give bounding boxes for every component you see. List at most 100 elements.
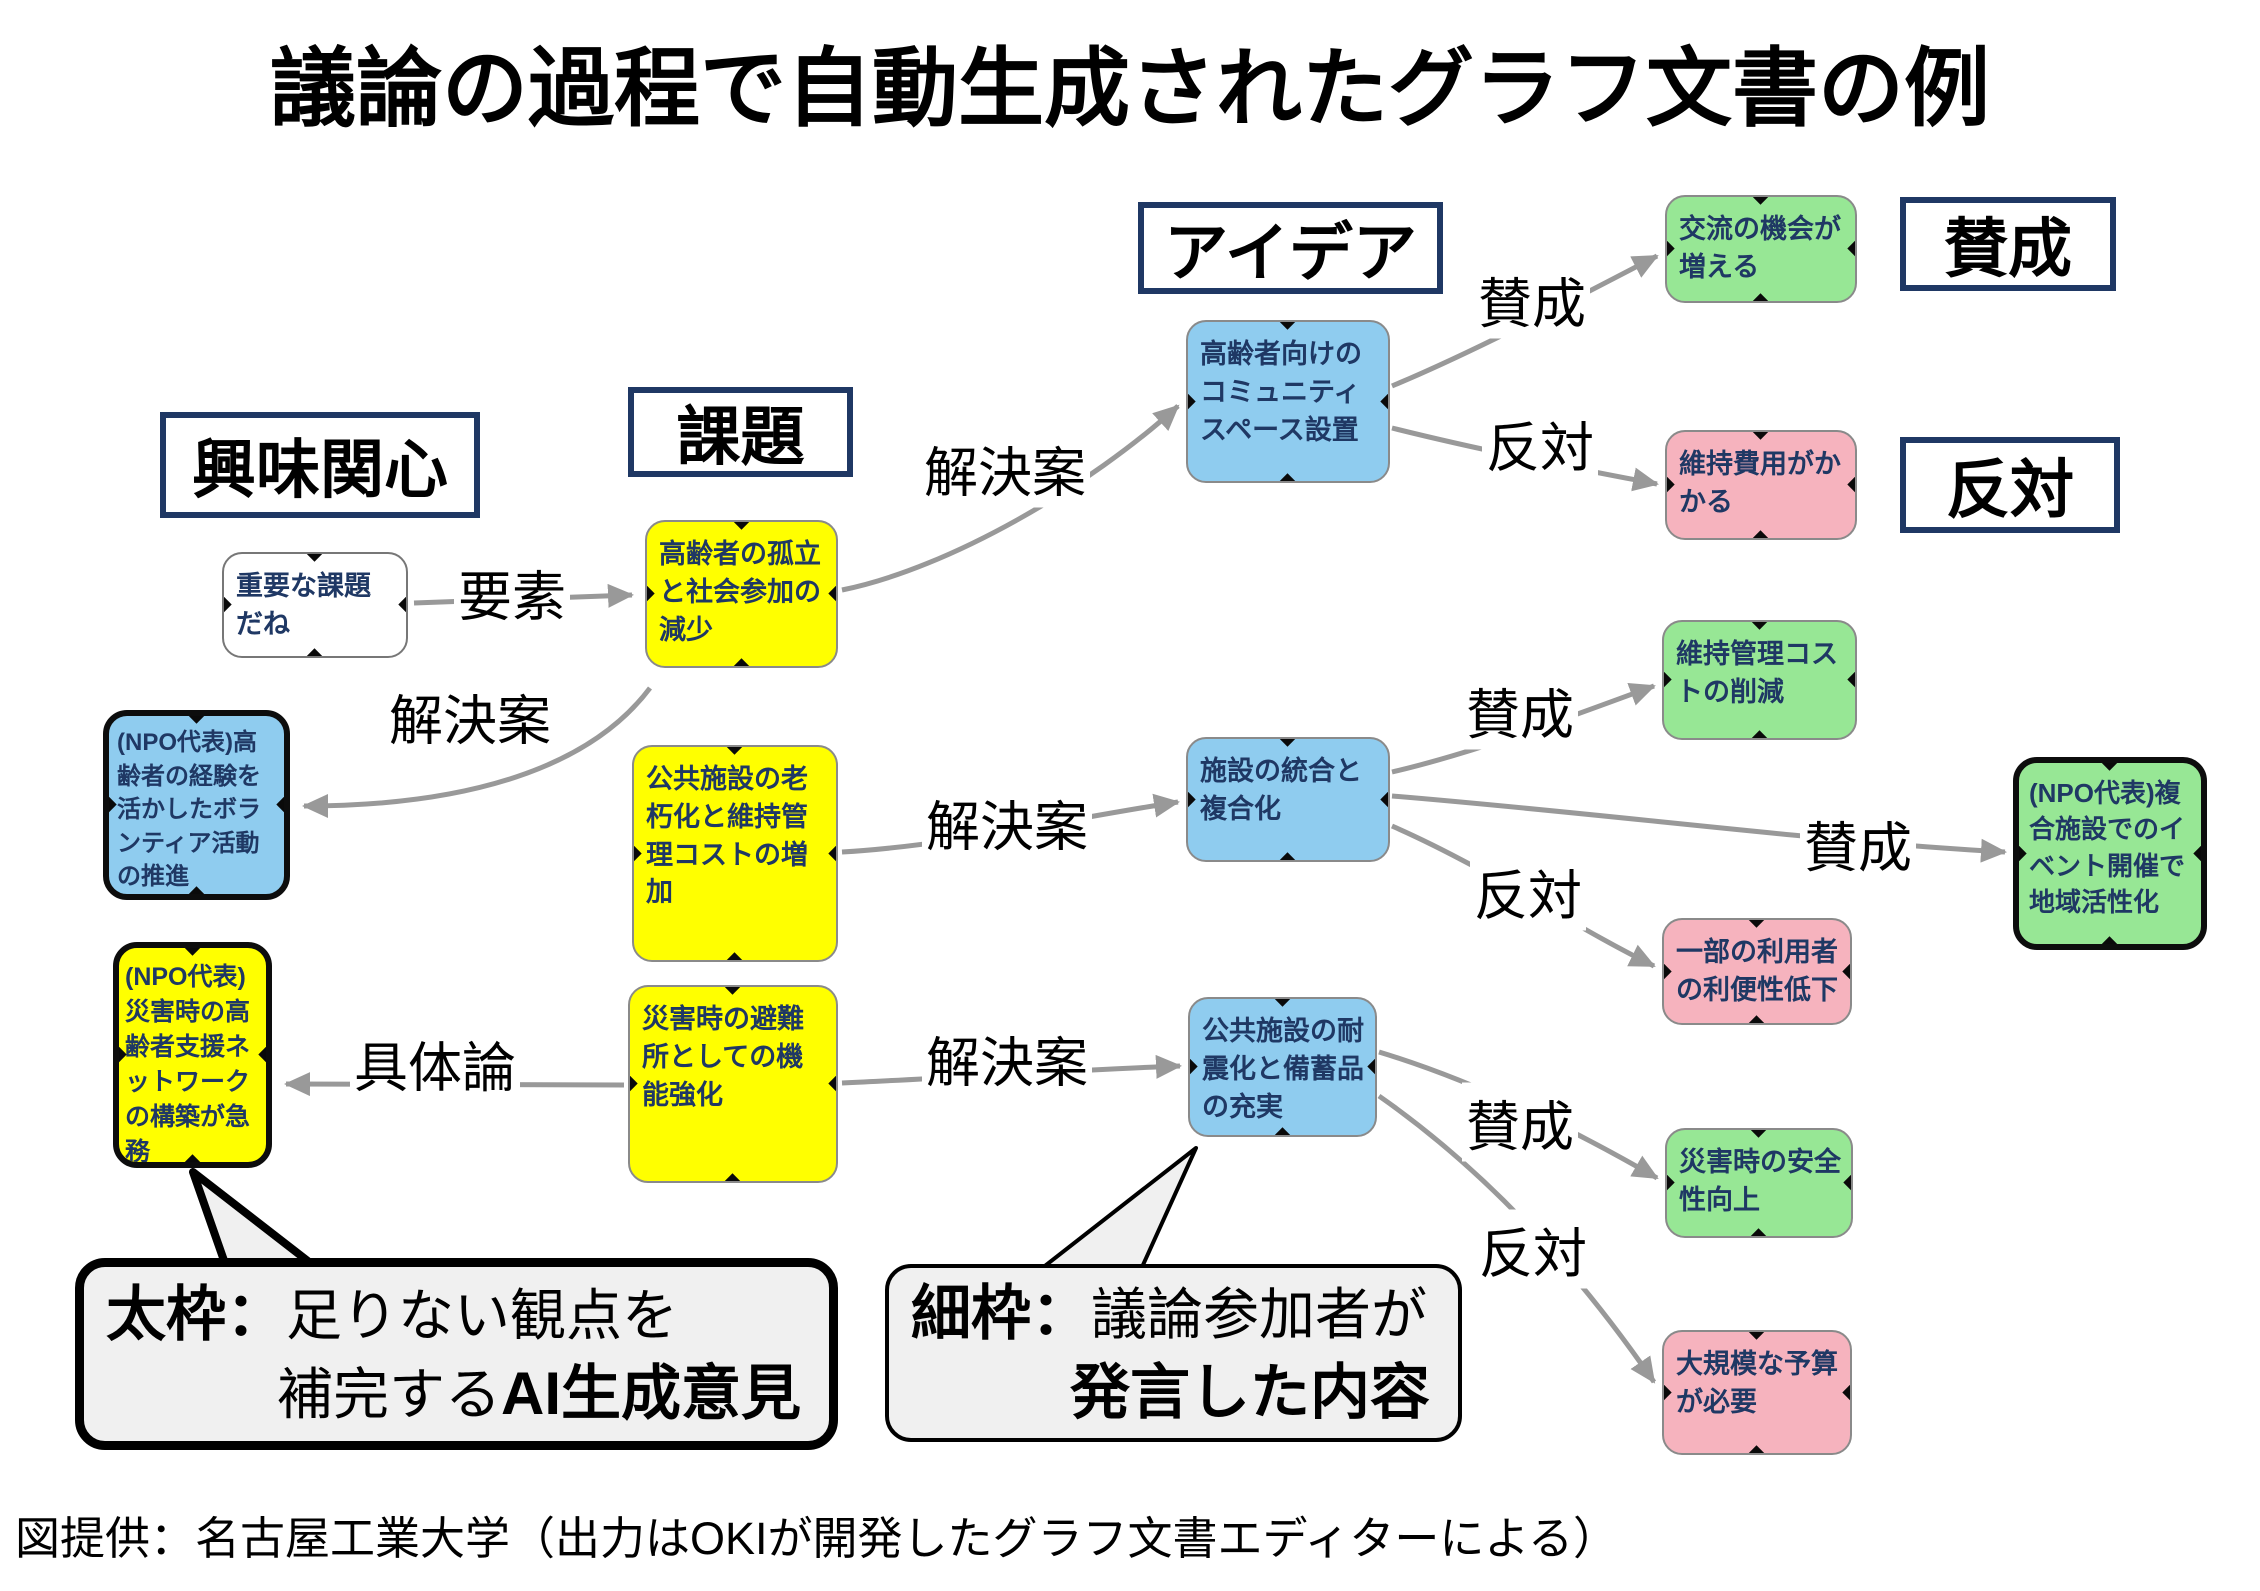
node-interaction-increase[interactable]: 交流の機会が増える: [1665, 195, 1857, 303]
connector-handle-icon[interactable]: [1749, 1130, 1768, 1138]
callout-ai-line2-bold: AI生成意見: [501, 1360, 801, 1427]
connector-handle-icon[interactable]: [2019, 843, 2027, 863]
callout-human-prefix: 細枠：: [911, 1279, 1091, 1347]
node-cost-reduction[interactable]: 維持管理コストの削減: [1662, 620, 1857, 740]
node-facility-aging[interactable]: 公共施設の老朽化と維持管理コストの増加: [632, 745, 838, 962]
connector-handle-icon[interactable]: [1380, 789, 1388, 809]
connector-handle-icon[interactable]: [828, 584, 836, 603]
callout-tail-ai: [189, 1168, 326, 1276]
connector-handle-icon[interactable]: [1842, 961, 1850, 981]
node-earthquake-resistance-text: 公共施設の耐震化と備蓄品の充実: [1202, 1016, 1364, 1122]
node-npo-volunteer[interactable]: (NPO代表)高齢者の経験を活かしたボランティア活動の推進: [103, 710, 290, 900]
connector-handle-icon[interactable]: [224, 595, 232, 614]
connector-handle-icon[interactable]: [276, 795, 284, 814]
connector-handle-icon[interactable]: [1272, 1127, 1292, 1135]
connector-handle-icon[interactable]: [1749, 730, 1769, 738]
connector-handle-icon[interactable]: [258, 1045, 266, 1064]
connector-handle-icon[interactable]: [2100, 936, 2119, 944]
connector-handle-icon[interactable]: [1667, 239, 1675, 258]
label-box-idea: アイデア: [1138, 202, 1443, 294]
connector-handle-icon[interactable]: [1188, 391, 1196, 411]
connector-handle-icon[interactable]: [725, 952, 744, 960]
connector-handle-icon[interactable]: [723, 1173, 742, 1181]
node-npo-disaster-network[interactable]: (NPO代表)災害時の高齢者支援ネットワークの構築が急務: [113, 942, 272, 1168]
node-convenience-decline[interactable]: 一部の利用者の利便性低下: [1662, 918, 1852, 1025]
connector-handle-icon[interactable]: [1367, 1057, 1375, 1076]
connector-handle-icon[interactable]: [828, 1074, 836, 1093]
connector-handle-icon[interactable]: [647, 584, 655, 603]
label-disagree-text: 反対: [1946, 454, 2074, 526]
connector-handle-icon[interactable]: [1664, 670, 1672, 689]
connector-handle-icon[interactable]: [1278, 473, 1297, 481]
callout-ai-prefix: 太枠：: [106, 1280, 286, 1348]
connector-handle-icon[interactable]: [1751, 293, 1770, 301]
connector-handle-icon[interactable]: [1847, 670, 1855, 689]
node-interaction-increase-text: 交流の機会が増える: [1679, 214, 1841, 282]
connector-handle-icon[interactable]: [1667, 1173, 1675, 1192]
connector-handle-icon[interactable]: [731, 658, 751, 666]
connector-handle-icon[interactable]: [1751, 197, 1770, 205]
connector-handle-icon[interactable]: [1380, 391, 1388, 411]
connector-handle-icon[interactable]: [1190, 1057, 1198, 1076]
connector-handle-icon[interactable]: [731, 522, 751, 530]
node-large-budget[interactable]: 大規模な予算が必要: [1662, 1330, 1852, 1455]
connector-handle-icon[interactable]: [1847, 239, 1855, 258]
node-disaster-safety-text: 災害時の安全性向上: [1679, 1147, 1841, 1215]
connector-handle-icon[interactable]: [1751, 530, 1770, 538]
connector-handle-icon[interactable]: [1188, 789, 1196, 809]
connector-handle-icon[interactable]: [1278, 322, 1297, 330]
connector-handle-icon[interactable]: [2193, 843, 2201, 863]
node-community-space[interactable]: 高齢者向けのコミュニティスペース設置: [1186, 320, 1390, 483]
connector-handle-icon[interactable]: [186, 716, 206, 724]
node-community-space-text: 高齢者向けのコミュニティスペース設置: [1200, 339, 1362, 445]
edge-label-sansei-event: 賛成: [1800, 803, 1916, 883]
callout-human-line1-text: 議論参加者が: [1091, 1282, 1427, 1346]
label-box-interest: 興味関心: [160, 412, 480, 518]
node-disaster-shelter[interactable]: 災害時の避難所としての機能強化: [628, 985, 838, 1183]
connector-handle-icon[interactable]: [2100, 763, 2119, 771]
connector-handle-icon[interactable]: [1747, 1015, 1766, 1023]
connector-handle-icon[interactable]: [723, 987, 742, 995]
connector-handle-icon[interactable]: [1747, 920, 1766, 928]
node-important-topic[interactable]: 重要な課題だね: [222, 552, 408, 658]
edge-label-hantai-budget: 反対: [1475, 1209, 1591, 1289]
node-npo-disaster-network-text: (NPO代表)災害時の高齢者支援ネットワークの構築が急務: [125, 963, 251, 1166]
connector-handle-icon[interactable]: [1278, 852, 1297, 860]
connector-handle-icon[interactable]: [1847, 475, 1855, 494]
node-disaster-safety[interactable]: 災害時の安全性向上: [1665, 1128, 1853, 1238]
connector-handle-icon[interactable]: [186, 886, 206, 894]
connector-handle-icon[interactable]: [1747, 1332, 1766, 1340]
connector-handle-icon[interactable]: [1749, 622, 1769, 630]
connector-handle-icon[interactable]: [109, 795, 117, 814]
connector-handle-icon[interactable]: [1749, 1228, 1768, 1236]
connector-handle-icon[interactable]: [1843, 1173, 1851, 1192]
connector-handle-icon[interactable]: [1747, 1445, 1766, 1453]
node-maintenance-cost[interactable]: 維持費用がかかる: [1665, 430, 1857, 540]
connector-handle-icon[interactable]: [1751, 432, 1770, 440]
connector-handle-icon[interactable]: [828, 843, 836, 863]
callout-human-line1: 細枠：議論参加者が: [911, 1274, 1436, 1353]
connector-handle-icon[interactable]: [725, 747, 744, 755]
connector-handle-icon[interactable]: [1842, 1382, 1850, 1402]
edge-kaiketsu-npo: [302, 686, 652, 818]
node-facility-consolidation[interactable]: 施設の統合と複合化: [1186, 737, 1390, 862]
node-npo-event[interactable]: (NPO代表)複合施設でのイベント開催で地域活性化: [2013, 757, 2207, 950]
connector-handle-icon[interactable]: [305, 554, 324, 562]
connector-handle-icon[interactable]: [398, 595, 406, 614]
connector-handle-icon[interactable]: [1664, 1382, 1672, 1402]
node-earthquake-resistance[interactable]: 公共施設の耐震化と備蓄品の充実: [1188, 997, 1377, 1137]
node-important-topic-text: 重要な課題だね: [236, 571, 371, 639]
node-senior-isolation[interactable]: 高齢者の孤立と社会参加の減少: [645, 520, 838, 668]
node-facility-aging-text: 公共施設の老朽化と維持管理コストの増加: [646, 764, 808, 908]
connector-handle-icon[interactable]: [182, 1154, 202, 1162]
connector-handle-icon[interactable]: [182, 948, 202, 956]
edge-label-kaiketsu-consolidation: 解決案: [922, 782, 1092, 862]
connector-handle-icon[interactable]: [1667, 475, 1675, 494]
connector-handle-icon[interactable]: [630, 1074, 638, 1093]
label-box-issue: 課題: [628, 387, 853, 477]
connector-handle-icon[interactable]: [1664, 961, 1672, 981]
connector-handle-icon[interactable]: [634, 843, 642, 863]
connector-handle-icon[interactable]: [1272, 999, 1292, 1007]
connector-handle-icon[interactable]: [305, 648, 324, 656]
connector-handle-icon[interactable]: [1278, 739, 1297, 747]
